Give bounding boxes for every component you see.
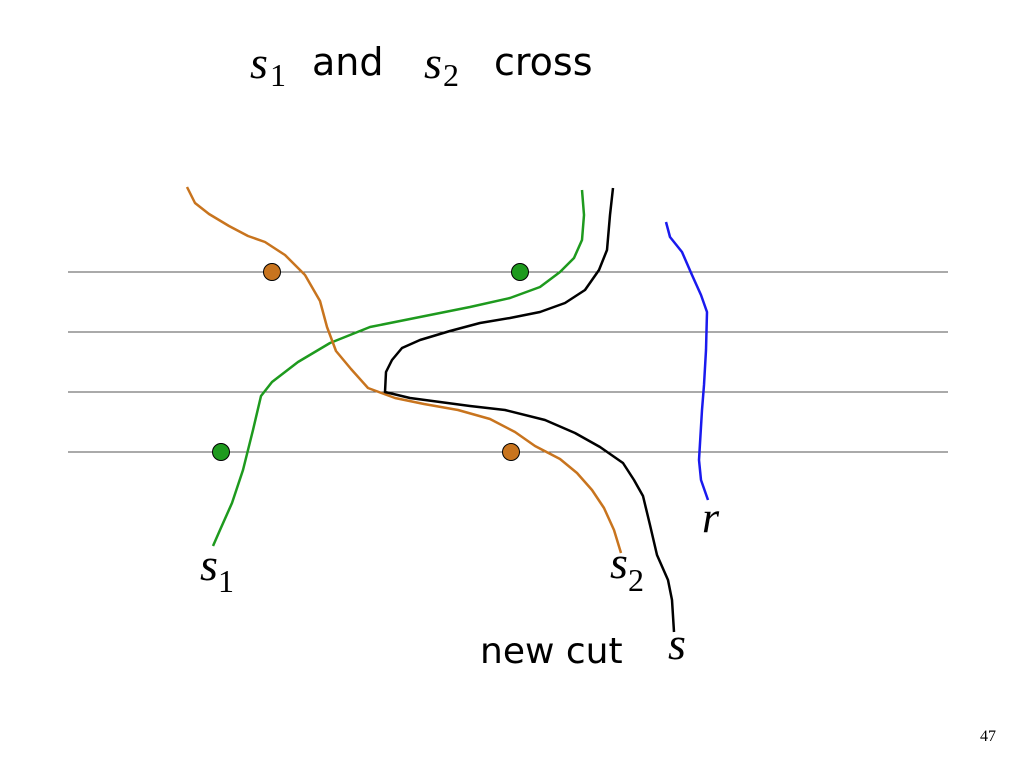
title-sub-2: 2 [443, 57, 459, 93]
title-var-s1: s [250, 37, 268, 88]
green-dot-bottom [212, 443, 230, 461]
orange-dot-bottom [502, 443, 520, 461]
title-var-s2: s [424, 37, 442, 88]
curve-s2 [185, 186, 623, 554]
title: s 1 and s 2 cross [250, 37, 593, 93]
label-s: s [668, 618, 686, 669]
markers [212, 263, 529, 461]
curve-s1 [211, 189, 586, 547]
curve-s [383, 187, 676, 633]
label-s1-sub: 1 [218, 563, 234, 599]
orange-dot-top [263, 263, 281, 281]
label-s2-sub: 2 [628, 562, 644, 598]
label-new-cut: new cut [480, 631, 623, 672]
title-cross: cross [494, 40, 593, 84]
label-r: r [702, 493, 720, 542]
title-and: and [312, 40, 384, 84]
label-s2-var: s [610, 537, 628, 588]
label-s1-var: s [200, 539, 218, 590]
label-s2: s 2 [610, 537, 644, 598]
page-number: 47 [980, 728, 996, 745]
green-dot-top [511, 263, 529, 281]
label-s1: s 1 [200, 539, 234, 599]
title-sub-1: 1 [270, 57, 286, 93]
curve-r [664, 221, 710, 501]
